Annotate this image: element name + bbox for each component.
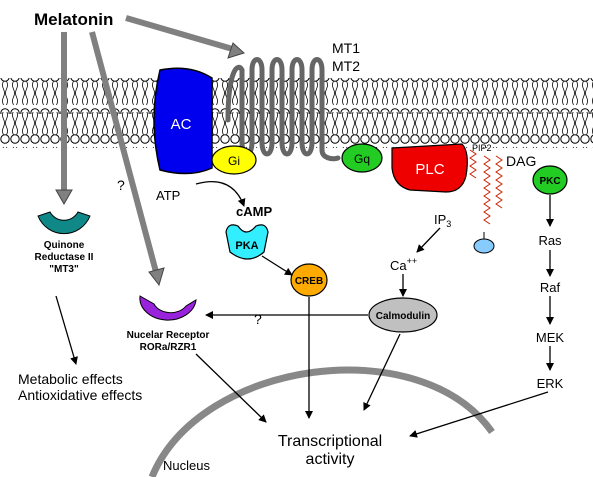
antioxidative-effects-label: Antioxidative effects bbox=[18, 387, 142, 403]
nuclear-receptor-label-2: RORa/RZR1 bbox=[140, 342, 197, 353]
pip2-lipid bbox=[469, 149, 503, 240]
gq-protein bbox=[341, 143, 383, 173]
raf-label: Raf bbox=[540, 280, 561, 295]
pkc-label: PKC bbox=[539, 176, 560, 187]
nuclear-receptor-label-1: Nucelar Receptor bbox=[127, 330, 210, 341]
question-mark-calmodulin: ? bbox=[254, 311, 262, 327]
gi-protein bbox=[211, 145, 257, 175]
plc-protein bbox=[391, 143, 468, 193]
pkc-protein bbox=[532, 165, 568, 195]
arrow-pka-to-creb bbox=[261, 255, 293, 276]
creb-label: CREB bbox=[295, 276, 323, 287]
arrow-to-quinone bbox=[55, 32, 73, 206]
arrow-erk-to-transcription bbox=[409, 391, 549, 438]
pka-label: PKA bbox=[235, 240, 258, 252]
nucleus-envelope bbox=[148, 366, 495, 477]
question-mark-ac: ? bbox=[117, 177, 125, 193]
atp-label: ATP bbox=[156, 188, 180, 203]
ac-protein bbox=[153, 67, 213, 175]
arrow-calmodulin-to-transcription bbox=[363, 333, 401, 411]
ras-label: Ras bbox=[538, 233, 562, 248]
arrow-nuclear-receptor-to-transcription bbox=[195, 353, 267, 423]
arrow-to-receptor bbox=[125, 15, 245, 59]
quinone-label-2: Reductase II bbox=[35, 252, 94, 263]
mt-receptor bbox=[225, 57, 341, 162]
membrane-inner-leaflet bbox=[0, 112, 593, 148]
nucleus-label: Nucleus bbox=[163, 458, 210, 473]
transcriptional-label: Transcriptional bbox=[278, 433, 382, 450]
camp-label: cAMP bbox=[236, 204, 272, 219]
pka-protein bbox=[225, 224, 269, 260]
plc-label: PLC bbox=[415, 161, 444, 178]
creb-protein bbox=[290, 263, 328, 297]
arrow-atp-to-camp bbox=[195, 180, 246, 207]
nuclear-receptor-shape bbox=[139, 295, 197, 321]
ip3-label: IP3 bbox=[434, 212, 451, 229]
membrane-outer-leaflet bbox=[0, 78, 593, 114]
calmodulin-label: Calmodulin bbox=[376, 311, 430, 322]
gq-label: Gq bbox=[354, 152, 370, 166]
melatonin-title: Melatonin bbox=[34, 10, 113, 29]
gi-label: Gi bbox=[228, 154, 240, 168]
arrow-to-nuclear-receptor bbox=[89, 31, 165, 287]
quinone-label-3: "MT3" bbox=[49, 264, 79, 275]
calcium-label: Ca++ bbox=[390, 256, 417, 273]
receptor-label-mt2: MT2 bbox=[332, 58, 360, 74]
arrow-quinone-to-metabolic bbox=[55, 295, 78, 365]
quinone-reductase-shape bbox=[37, 211, 91, 235]
ac-label: AC bbox=[171, 116, 192, 133]
dag-label: DAG bbox=[506, 153, 536, 169]
mek-label: MEK bbox=[536, 330, 565, 345]
activity-label: activity bbox=[306, 451, 355, 468]
cell-membrane bbox=[0, 78, 593, 148]
receptor-label-mt1: MT1 bbox=[332, 40, 360, 56]
signal-arrows bbox=[55, 180, 554, 438]
ip3-headgroup bbox=[473, 238, 495, 254]
calmodulin-protein bbox=[368, 297, 438, 333]
melatonin-arrows bbox=[55, 15, 245, 287]
metabolic-effects-label: Metabolic effects bbox=[18, 371, 123, 387]
arrow-ip3-to-ca bbox=[416, 227, 441, 253]
erk-label: ERK bbox=[537, 376, 564, 391]
quinone-label-1: Quinone bbox=[44, 240, 85, 251]
pip2-label: PIP2 bbox=[472, 143, 492, 153]
